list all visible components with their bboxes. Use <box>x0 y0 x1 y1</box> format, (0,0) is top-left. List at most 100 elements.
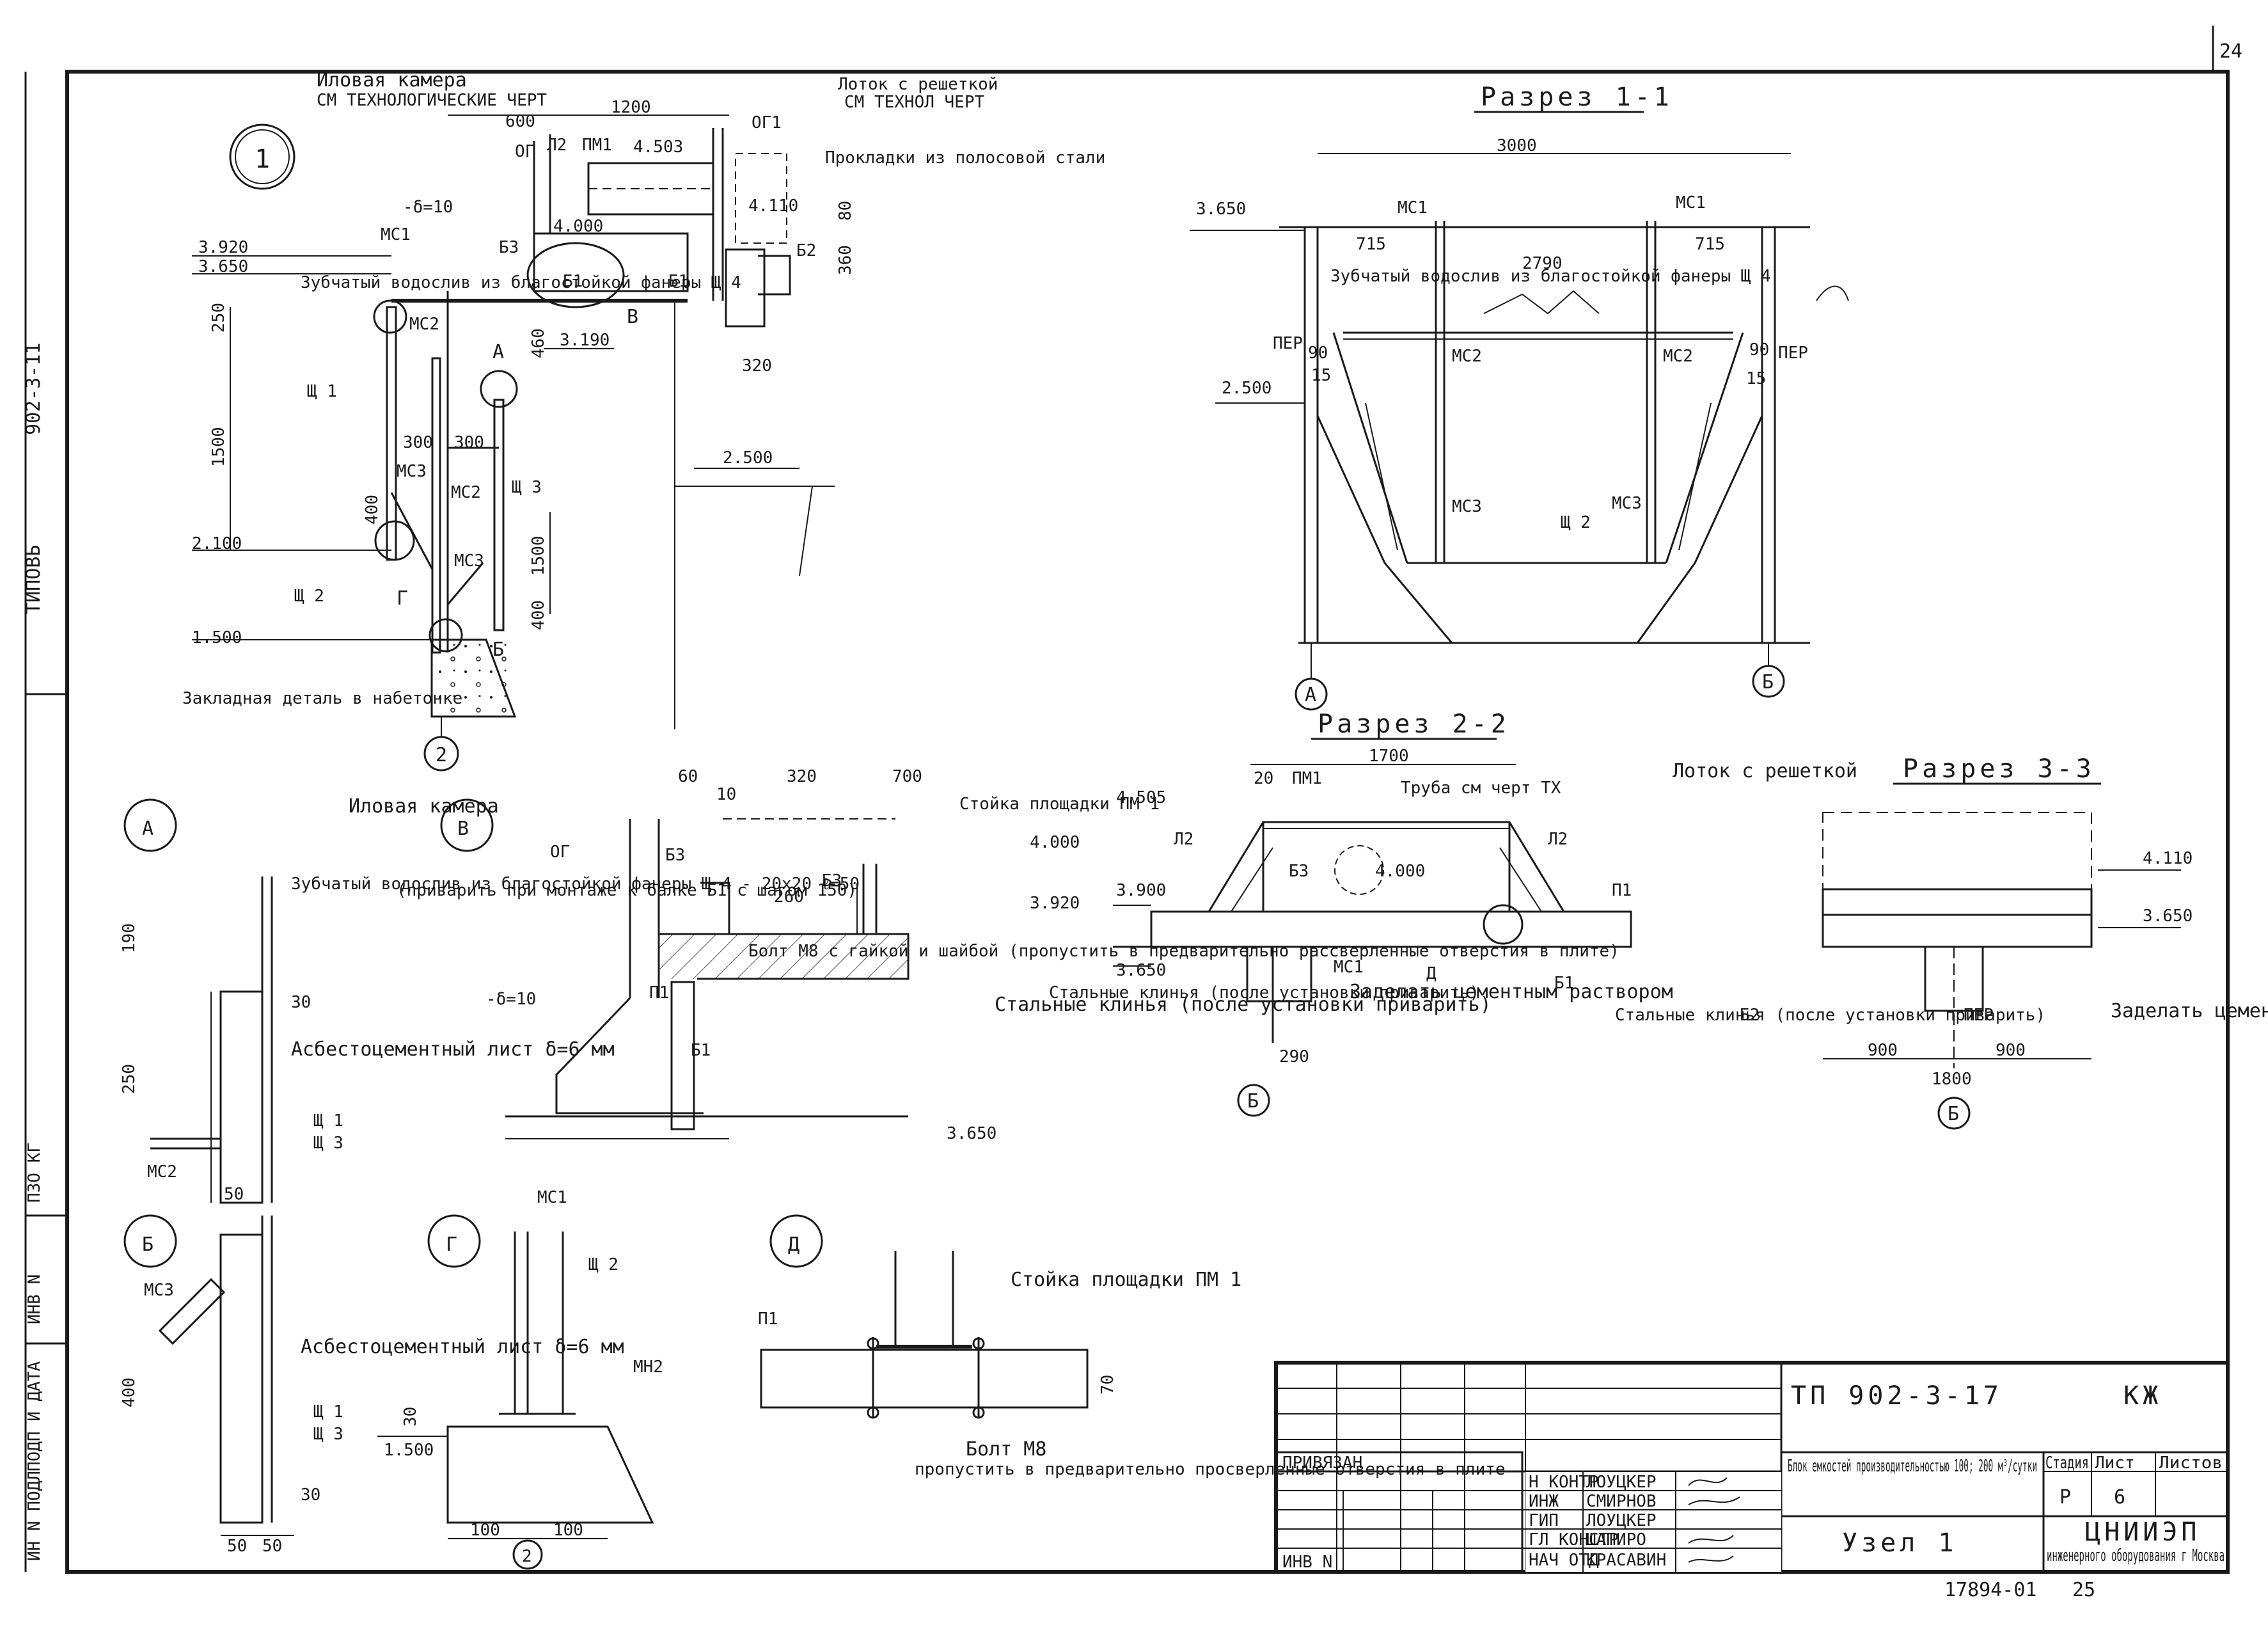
section-3-3-view: Разрез 3-3 Лоток с решеткой 900 900 1800… <box>1615 754 2268 1130</box>
note-bolt-v: Болт М8 с гайкой и шайбой (пропустить в … <box>748 942 1619 961</box>
mark-b1-v: Б1 <box>691 1041 711 1060</box>
mark-p1-s22: П1 <box>1612 881 1632 900</box>
note-zubchaty-a: Зубчатый водослив из благостойкой фанеры… <box>291 875 860 894</box>
mark-mc3-s11b: МС3 <box>1612 494 1642 513</box>
axis-b-s22: Б <box>1247 1090 1259 1113</box>
dim-700: 700 <box>892 767 922 786</box>
tb-stage: Р <box>2059 1486 2071 1509</box>
mark-pm1-s22: ПМ1 <box>1292 769 1322 788</box>
level-4000-s22: 4.000 <box>1375 862 1425 881</box>
mark-mc2-u: МС2 <box>409 315 439 334</box>
tb-role-4: НАЧ ОТД <box>1529 1551 1599 1570</box>
dim-250-u: 250 <box>209 303 228 333</box>
mark-pm1-u: ПМ1 <box>582 136 612 155</box>
level-3900: 3.900 <box>1116 881 1166 900</box>
dim-715-b: 715 <box>1695 235 1725 254</box>
dim-2790: 2790 <box>1522 254 1563 273</box>
section-1-1-title: Разрез 1-1 <box>1481 83 1673 112</box>
section-2-2-title: Разрез 2-2 <box>1318 709 1510 739</box>
dim-1200: 1200 <box>611 98 651 117</box>
mark-sch2-u: Щ 2 <box>294 587 324 606</box>
dim-250-a: 250 <box>120 1064 139 1094</box>
note-privarit: (приварить при монтаже к балке Б1 с шаго… <box>397 881 857 900</box>
bottom-code: 17894-01 <box>1944 1579 2037 1601</box>
tb-name-0: ЛОУЦКЕР <box>1586 1473 1657 1492</box>
mark-mc3-u: МС3 <box>397 462 427 481</box>
mark-sch2-g: Щ 2 <box>588 1255 618 1274</box>
mark-mc3-s11a: МС3 <box>1452 497 1482 516</box>
note-zubchaty-s11: Зубчатый водослив из благостойкой фанеры… <box>1330 267 1771 286</box>
dim-100-g2: 100 <box>553 1521 583 1540</box>
mark-mc2-u2: МС2 <box>451 483 481 502</box>
note-stoika-d: Стойка площадки ПМ 1 <box>1011 1269 1241 1291</box>
detail-d-label: Д <box>788 1233 799 1256</box>
mark-per-s11a: ПЕР <box>1273 334 1303 353</box>
level-4000-v: 4.000 <box>1030 833 1080 852</box>
mark-mn2-g: МН2 <box>633 1358 663 1377</box>
detail-a-view: А 190 250 Зубчатый водослив из благостой… <box>120 798 860 1204</box>
mark-mc2-s11b: МС2 <box>1663 347 1693 366</box>
note-ilovaya-v: Иловая камера <box>349 795 499 818</box>
level-2100: 2.100 <box>192 534 242 553</box>
note-lotok-u-sub: СМ ТЕХНОЛ ЧЕРТ <box>844 93 984 112</box>
section-1-1-view: Разрез 1-1 3000 3.650 2.500 715 715 2790 <box>1190 83 1849 711</box>
detail-b-view: Б МС3 400 Асбестоцементный лист δ=6 мм Щ… <box>120 1214 624 1556</box>
tb-name-4: КРАСАВИН <box>1586 1551 1666 1570</box>
callout-d: Д <box>1426 964 1437 983</box>
level-4110-uzel: 4.110 <box>748 196 798 216</box>
title-block: ПРИВЯЗАН ИНВ N Н КОНТР ИНЖ ГИП ГЛ КОНСТР… <box>1274 1361 2230 1574</box>
dim-50-b: 50 <box>227 1537 247 1556</box>
note-zakladnaya-u: Закладная деталь в набетонке <box>182 689 462 708</box>
tb-org: ЦНИИЭП <box>2085 1517 2201 1547</box>
level-3650-s11: 3.650 <box>1196 200 1246 219</box>
level-3650-v: 3.650 <box>947 1124 996 1143</box>
margin-pzo: ПЗО КГ <box>25 1143 44 1203</box>
note-klinya-s22: Стальные клинья (после установки привари… <box>1049 983 1479 1002</box>
mark-mc1-s11a: МС1 <box>1398 198 1428 218</box>
dim-400-b: 400 <box>120 1377 139 1407</box>
dim-1800: 1800 <box>1932 1070 1972 1089</box>
margin-orig: ИН N ПОДЛ <box>25 1471 44 1561</box>
dim-300-u2: 300 <box>454 433 484 452</box>
tb-role-1: ИНЖ <box>1529 1492 1559 1511</box>
axis-b-s11: Б <box>1762 671 1774 693</box>
mark-sch2-s11: Щ 2 <box>1561 513 1591 532</box>
margin-sign: ПОДП И ДАТА <box>25 1361 44 1471</box>
mark-og-v: ОГ <box>550 843 570 862</box>
tb-sheet-title: Узел 1 <box>1842 1528 1958 1558</box>
tb-stage-h: Стадия <box>2045 1454 2089 1473</box>
margin-inv: ИНВ N <box>25 1274 44 1324</box>
sheet-border <box>65 70 2230 1574</box>
level-3650-s33: 3.650 <box>2143 907 2193 926</box>
note-bolt-d-sub: пропустить в предварительно просверленны… <box>915 1460 1506 1479</box>
dim-50-b2: 50 <box>262 1537 282 1556</box>
dim-80-u: 80 <box>836 201 855 221</box>
mark-sch3-u: Щ 3 <box>512 478 542 497</box>
callout-g: Г <box>397 587 408 610</box>
level-4503: 4.503 <box>633 138 683 157</box>
mark-mc1-u: МС1 <box>381 225 411 244</box>
section-2-2-view: Разрез 2-2 1700 ПМ1 20 Труба см черт ТХ … <box>1049 709 1673 1117</box>
dim-60: 60 <box>678 767 698 786</box>
detail-b-label: Б <box>142 1233 154 1256</box>
detail-v-view: В Иловая камера 60 320 700 10 Стойка пло… <box>349 767 1619 1207</box>
note-klinya-s33: Стальные клинья (после установки привари… <box>1615 1006 2045 1025</box>
level-3920: 3.920 <box>198 238 248 257</box>
detail-g-view: Г Щ 2 МН2 1.500 30 100 100 2 <box>377 1214 663 1570</box>
dim-1700: 1700 <box>1369 747 1409 766</box>
tb-list: 6 <box>2114 1486 2125 1509</box>
tb-role-3: ГЛ КОНСТР <box>1529 1530 1619 1549</box>
dim-30-a: 30 <box>291 993 311 1012</box>
tb-name-3: ШАПИРО <box>1586 1530 1646 1549</box>
mark-b3-u: Б3 <box>499 238 519 257</box>
note-asbest-a: Асбестоцементный лист δ=6 мм <box>291 1038 615 1061</box>
callout-a: А <box>492 341 504 363</box>
mark-b1-u: Б1 <box>563 272 583 291</box>
mark-og-u: ОГ <box>515 142 535 161</box>
note-ilovaya-u-sub: СМ ТЕХНОЛОГИЧЕСКИЕ ЧЕРТ <box>317 91 547 110</box>
level-4505: 4.505 <box>1116 788 1166 807</box>
corner-number: 24 <box>2219 40 2242 63</box>
dim-70-d: 70 <box>1098 1375 1117 1395</box>
axis-2-u: 2 <box>436 744 447 766</box>
